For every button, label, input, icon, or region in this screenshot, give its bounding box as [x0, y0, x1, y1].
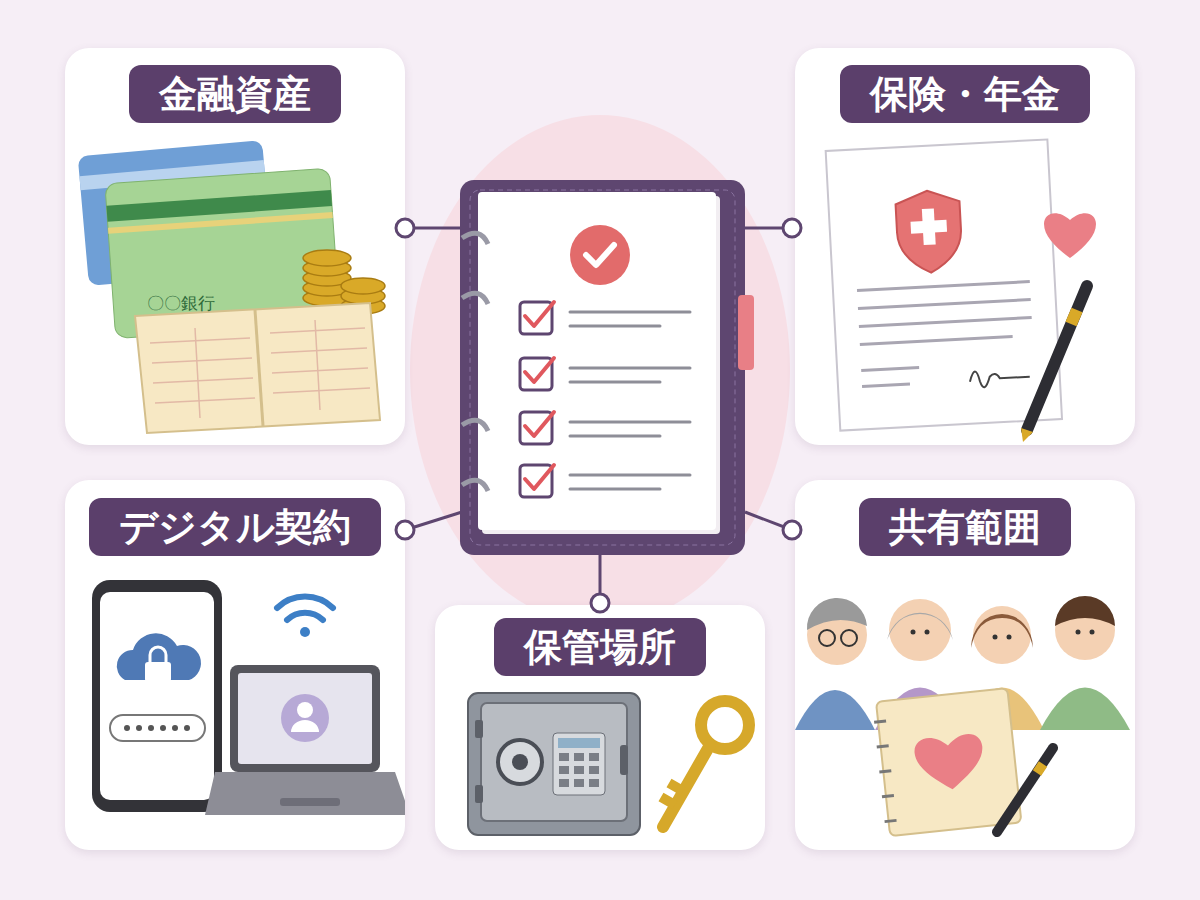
- category-heading: 金融資産: [129, 65, 341, 123]
- category-heading: 共有範囲: [859, 498, 1071, 556]
- category-card: 保険・年金: [795, 48, 1135, 445]
- bank-name-label: 〇〇銀行: [147, 292, 215, 315]
- category-heading: デジタル契約: [89, 498, 381, 556]
- category-heading: 保険・年金: [840, 65, 1090, 123]
- category-card: 金融資産〇〇銀行: [65, 48, 405, 445]
- category-card: 保管場所: [435, 605, 765, 850]
- category-card: デジタル契約: [65, 480, 405, 850]
- category-card: 共有範囲: [795, 480, 1135, 850]
- category-heading: 保管場所: [494, 618, 706, 676]
